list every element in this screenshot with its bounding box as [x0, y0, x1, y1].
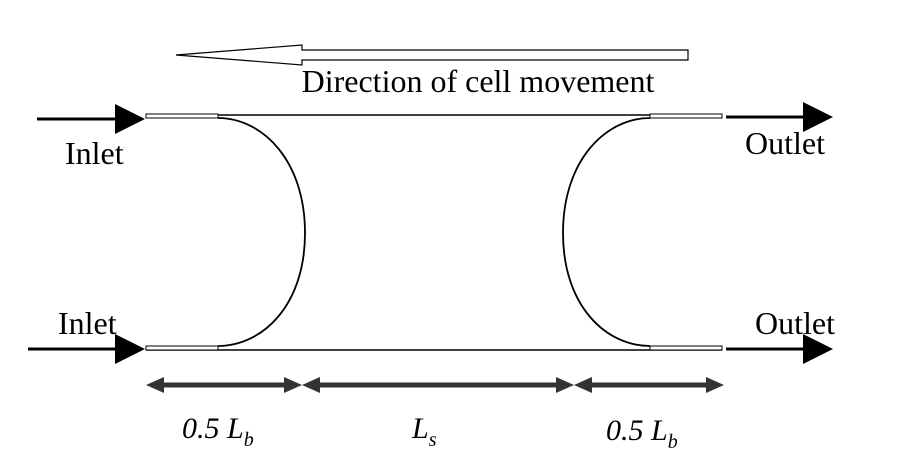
dimension-left	[146, 377, 302, 393]
direction-arrow	[175, 44, 689, 66]
direction-label: Direction of cell movement	[302, 63, 655, 99]
outlet-top-segment	[649, 113, 723, 119]
inlet-top-segment	[145, 113, 219, 119]
inlet-bottom-segment	[145, 345, 219, 351]
right-curved-boundary	[562, 117, 651, 347]
inlet-bottom-label: Inlet	[58, 305, 117, 341]
left-curved-boundary	[217, 117, 306, 347]
dimension-middle	[302, 377, 574, 393]
dimension-right	[574, 377, 724, 393]
dim-right-label: 0.5 Lb	[606, 414, 678, 453]
inlet-top-label: Inlet	[65, 135, 124, 171]
dim-middle-label: Ls	[411, 412, 437, 451]
outlet-bottom-label: Outlet	[755, 305, 835, 341]
outlet-top-label: Outlet	[745, 125, 825, 161]
dim-left-label: 0.5 Lb	[182, 412, 254, 451]
outlet-bottom-segment	[649, 345, 723, 351]
